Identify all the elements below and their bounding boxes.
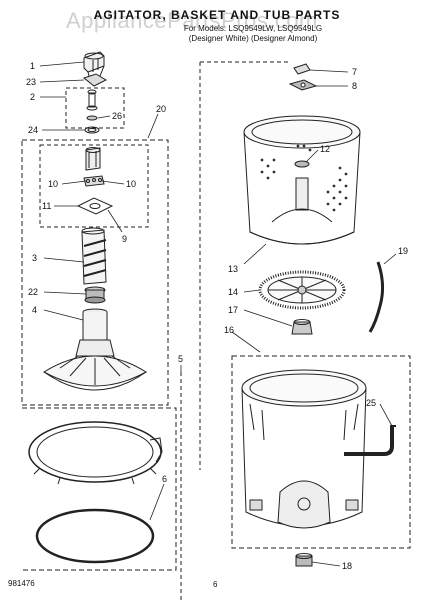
callout-22: 22 (28, 287, 38, 297)
callout-8: 8 (352, 81, 357, 91)
callout-26: 26 (112, 111, 122, 121)
part-2 (86, 89, 98, 111)
basket-perforations (260, 144, 348, 212)
group-box-9 (39, 144, 149, 228)
part-10-coupler (83, 147, 105, 187)
part-26 (86, 115, 98, 121)
callout-20: 20 (156, 104, 166, 114)
callout-1: 1 (30, 61, 35, 71)
part-4-agitator-base (43, 308, 147, 391)
part-25-tube (344, 425, 396, 456)
callout-24: 24 (28, 125, 38, 135)
callout-14: 14 (228, 287, 238, 297)
part-11 (76, 197, 114, 215)
callout-18: 18 (342, 561, 352, 571)
part-18 (295, 553, 313, 567)
part-7 (293, 63, 311, 75)
callout-23: 23 (26, 77, 36, 87)
callout-16: 16 (224, 325, 234, 335)
part-tub-seal-ring (35, 508, 155, 564)
model-colors: (Designer White) (Designer Almond) (188, 34, 318, 43)
callout-4: 4 (32, 305, 37, 315)
part-12-wash-basket (243, 115, 361, 245)
callout-3: 3 (32, 253, 37, 263)
callout-19: 19 (398, 246, 408, 256)
part-14-hub (258, 270, 346, 310)
part-22 (84, 286, 106, 304)
callout-25: 25 (366, 398, 376, 408)
page-number: 6 (213, 580, 218, 589)
page-title: AGITATOR, BASKET AND TUB PARTS (93, 8, 341, 22)
part-19-hose (368, 261, 385, 333)
part-balance-ring (28, 421, 163, 485)
part-cap-seal (82, 73, 108, 87)
callout-5: 5 (178, 354, 183, 364)
callout-12: 12 (320, 144, 330, 154)
callout-13: 13 (228, 264, 238, 274)
group-box-20 (21, 139, 169, 406)
callout-11: 11 (42, 201, 51, 211)
part-17-nut (291, 319, 313, 335)
part-8 (288, 79, 318, 91)
watermark: AppliancePartsPros.com (66, 8, 318, 33)
part-3-auger (81, 227, 107, 285)
callout-17: 17 (228, 305, 238, 315)
callout-10-left: 10 (48, 179, 58, 189)
callout-7: 7 (352, 67, 357, 77)
model-list: For Models: LSQ9549LW, LSQ9549LG (183, 24, 323, 33)
callout-9: 9 (122, 234, 127, 244)
callout-2: 2 (30, 92, 35, 102)
group-box-6 (22, 407, 177, 571)
leader-lines (39, 61, 397, 567)
part-outer-tub (241, 369, 367, 529)
group-box-2 (65, 87, 125, 129)
callout-10-right: 10 (126, 179, 136, 189)
document-code: 981476 (8, 579, 35, 588)
callout-6: 6 (162, 474, 167, 484)
group-box-16 (231, 355, 411, 549)
